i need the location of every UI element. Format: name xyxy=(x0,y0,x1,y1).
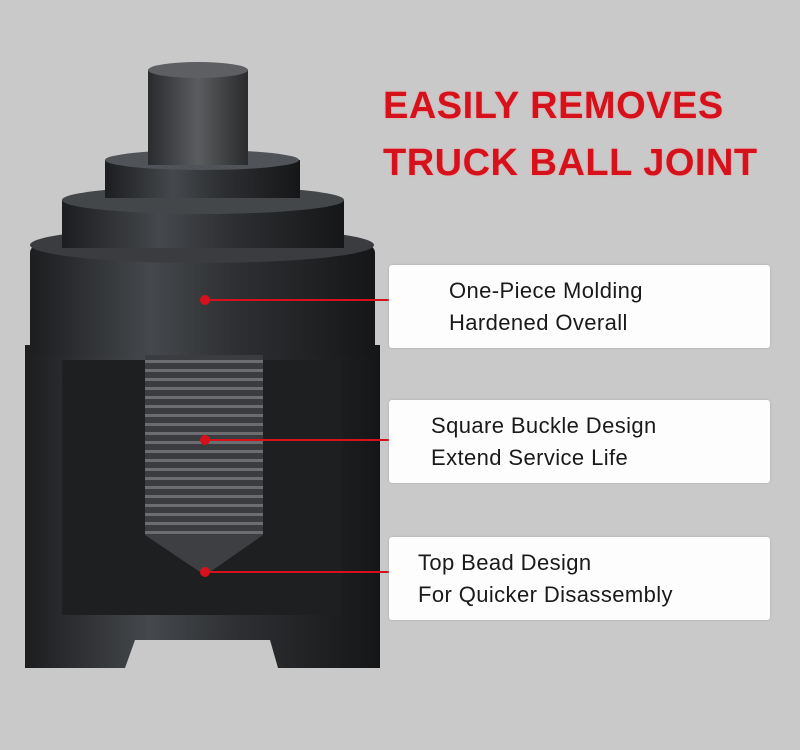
bolt-cone-tip xyxy=(145,535,263,572)
hex-shaft-top xyxy=(148,62,248,78)
pointer-dot-2 xyxy=(200,435,210,445)
headline-line-2: TRUCK BALL JOINT xyxy=(383,142,758,184)
pointer-dot-1 xyxy=(200,295,210,305)
pointer-dot-3 xyxy=(200,567,210,577)
callout-line: One-Piece Molding xyxy=(449,277,643,303)
callout-line: Square Buckle Design xyxy=(431,412,657,438)
callout-line: For Quicker Disassembly xyxy=(418,581,673,607)
callout-top-bead: Top Bead Design For Quicker Disassembly xyxy=(389,537,770,620)
callout-line: Hardened Overall xyxy=(449,309,628,335)
callout-square-buckle: Square Buckle Design Extend Service Life xyxy=(389,400,770,483)
headline-line-1: EASILY REMOVES xyxy=(383,85,724,127)
callout-line: Top Bead Design xyxy=(418,549,592,575)
callout-line: Extend Service Life xyxy=(431,444,629,470)
callout-one-piece-molding: One-Piece Molding Hardened Overall xyxy=(389,265,770,348)
hex-shaft xyxy=(148,70,248,165)
threaded-bolt xyxy=(145,335,263,535)
